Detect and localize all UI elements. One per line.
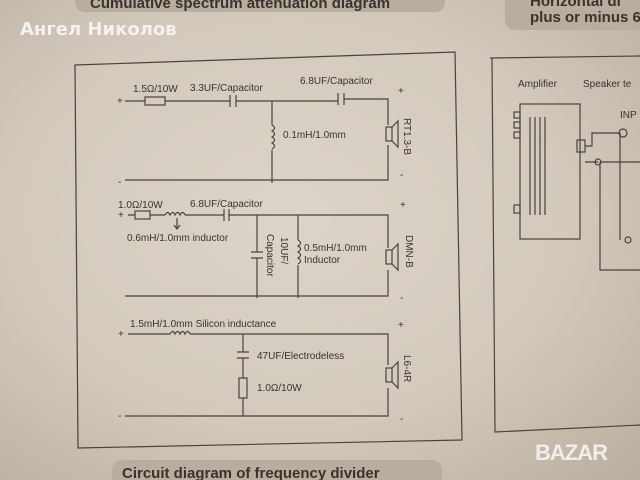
capacitor-label: 6.8UF/Capacitor — [300, 76, 373, 87]
resistor-label: 1.0Ω/10W — [118, 200, 163, 211]
svg-text:+: + — [400, 200, 406, 211]
right-panel-border — [489, 55, 640, 433]
circuit-3: 1.5mH/1.0mm Silicon inductance 47UF/Elec… — [118, 319, 412, 425]
input-label: INP — [620, 110, 637, 121]
svg-text:-: - — [400, 293, 403, 304]
speaker-terminal-label: Speaker te — [583, 79, 632, 90]
circuit-1: 1.5Ω/10W 3.3UF/Capacitor 6.8UF/Capacitor… — [117, 76, 412, 188]
capacitor-label: 3.3UF/Capacitor — [190, 83, 263, 94]
top-right-header-2: plus or minus 6 — [530, 9, 640, 26]
speaker-label: RT1.3-B — [401, 118, 412, 155]
svg-text:-: - — [400, 414, 403, 425]
speaker-label: L6-4R — [401, 355, 412, 382]
bottom-header: Circuit diagram of frequency divider — [122, 465, 380, 480]
capacitor-label: 10UF/ — [278, 237, 289, 264]
top-right-tab — [505, 0, 640, 30]
resistor-label: 1.0Ω/10W — [257, 383, 302, 394]
amplifier-label: Amplifier — [518, 79, 558, 90]
inductor-label: 0.6mH/1.0mm inductor — [127, 233, 229, 244]
top-left-tab — [75, 0, 445, 12]
svg-text:+: + — [117, 96, 123, 107]
speaker-label: DMN-B — [403, 235, 414, 268]
resistor-label: 1.5Ω/10W — [133, 84, 178, 95]
capacitor-label: Capacitor — [264, 234, 275, 277]
watermark: Ангел Николов — [20, 19, 177, 40]
svg-text:-: - — [118, 411, 121, 422]
circuit-2: 1.0Ω/10W 6.8UF/Capacitor 0.6mH/1.0mm ind… — [118, 199, 414, 304]
svg-text:+: + — [118, 329, 124, 340]
inductor-label: 0.1mH/1.0mm — [283, 130, 346, 141]
top-left-header: Cumulative spectrum attenuation diagram — [90, 0, 390, 12]
amplifier-wiring: Amplifier Speaker te INP — [513, 79, 640, 271]
inductor-label: Inductor — [304, 255, 341, 266]
svg-text:+: + — [398, 86, 404, 97]
svg-text:+: + — [118, 210, 124, 221]
capacitor-label: 6.8UF/Capacitor — [190, 199, 263, 210]
top-right-header-1: Horizontal di — [530, 0, 621, 10]
svg-text:-: - — [118, 177, 121, 188]
bazar-logo: BAZAR — [535, 440, 608, 465]
left-panel-border — [74, 51, 463, 449]
bottom-tab — [112, 460, 442, 480]
inductor-label: 0.5mH/1.0mm — [304, 243, 367, 254]
svg-text:+: + — [398, 320, 404, 331]
svg-text:-: - — [400, 170, 403, 181]
inductor-label: 1.5mH/1.0mm Silicon inductance — [130, 319, 277, 330]
capacitor-label: 47UF/Electrodeless — [257, 351, 344, 362]
